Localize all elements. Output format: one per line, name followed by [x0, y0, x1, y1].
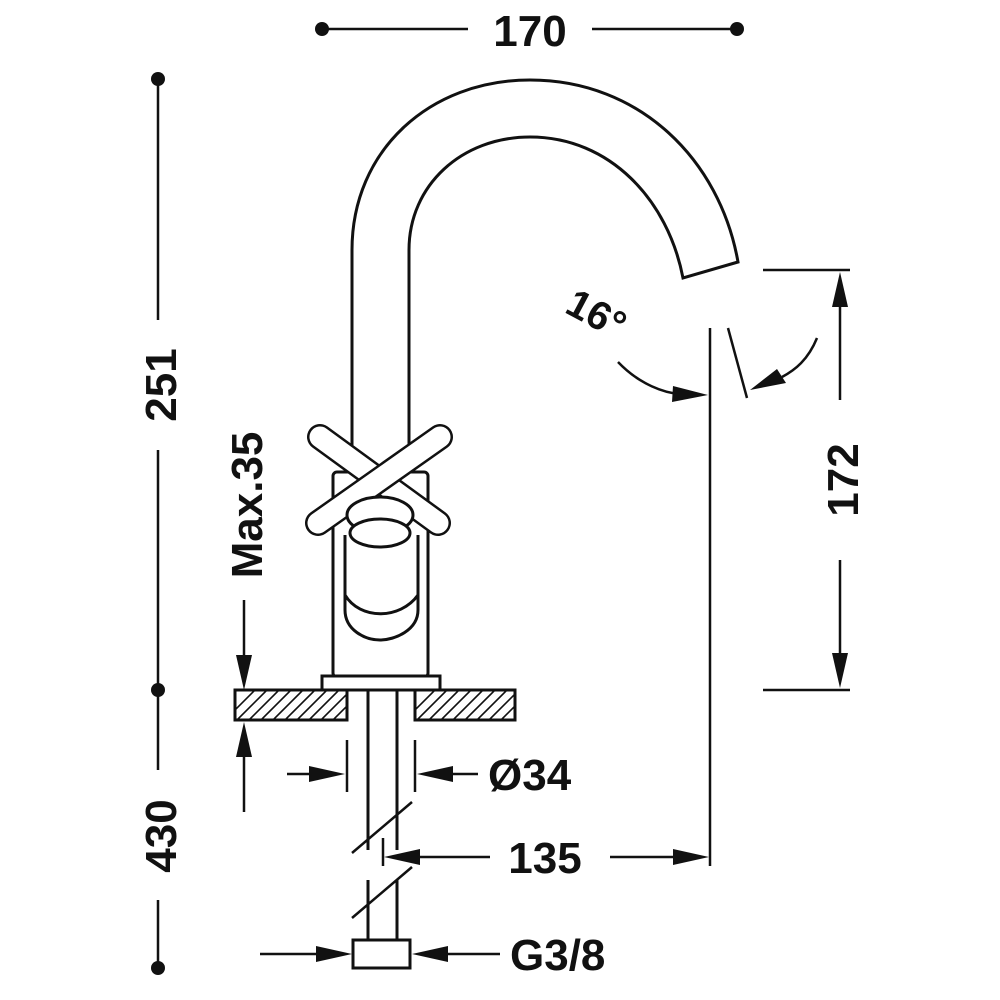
arrow-right	[673, 849, 709, 865]
label-angle: 16°	[559, 281, 633, 348]
dimension-max-deck: Max.35	[223, 432, 272, 812]
dimension-hole-diameter: Ø34	[287, 740, 572, 800]
arrow-left	[412, 946, 448, 962]
label-reach: 135	[508, 834, 581, 883]
countertop	[233, 688, 517, 722]
arrow-down	[236, 655, 252, 690]
dimension-angle: 16°	[559, 281, 819, 402]
dimension-reach: 135	[381, 328, 712, 883]
arrow-up	[236, 722, 252, 757]
arrow-down	[832, 653, 848, 688]
dimension-hose-length: 430	[137, 690, 186, 975]
supply-hose	[351, 690, 413, 970]
label-hose-length: 430	[137, 799, 186, 872]
arrow-up	[832, 272, 848, 307]
dimension-height-total: 251	[137, 72, 186, 697]
dimension-spout-height: 172	[763, 268, 868, 692]
label-max-deck: Max.35	[223, 432, 272, 579]
arrow-right	[309, 766, 345, 782]
label-hole-diameter: Ø34	[488, 751, 572, 800]
label-spout-height: 172	[819, 443, 868, 516]
arrow-right	[316, 946, 352, 962]
arrow-left	[750, 369, 786, 390]
arrow-left	[384, 849, 420, 865]
arrow-left	[417, 766, 453, 782]
cross-handle	[305, 424, 453, 549]
faucet-spout	[350, 78, 740, 472]
arrow-right	[672, 386, 708, 402]
dimension-width-top: 170	[315, 7, 744, 56]
label-height-total: 251	[137, 348, 186, 421]
dimension-thread: G3/8	[260, 931, 605, 980]
label-width-top: 170	[493, 7, 566, 56]
label-thread: G3/8	[510, 931, 605, 980]
